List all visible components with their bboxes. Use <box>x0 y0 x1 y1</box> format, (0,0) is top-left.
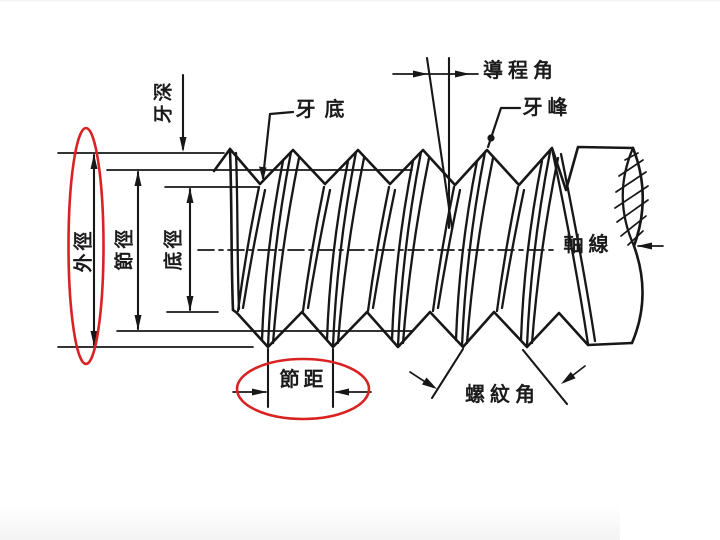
highlight-ellipse-major-diameter <box>67 126 105 366</box>
label-thread-crest: 牙峰 <box>522 95 573 119</box>
diameter-dimension-lines <box>57 152 413 348</box>
label-pitch-diameter: 節徑 <box>113 226 136 271</box>
page-edge-shading-top <box>0 0 720 2</box>
thread-crest-leader <box>486 106 522 149</box>
axis-line <box>197 242 664 251</box>
thread-root-leader <box>259 110 295 181</box>
label-thread-angle: 螺紋角 <box>465 382 540 406</box>
pitch-dimension <box>232 347 372 409</box>
label-thread-depth: 牙深 <box>152 79 175 124</box>
lead-angle-annotation <box>392 56 479 230</box>
label-lead-angle: 導程角 <box>483 58 558 82</box>
label-axis: 軸線 <box>563 232 614 256</box>
thread-outline <box>212 145 645 349</box>
highlight-ellipse-pitch <box>235 357 371 421</box>
label-pitch: 節距 <box>279 367 328 391</box>
thread-depth-dimension <box>179 73 187 152</box>
page-edge-shading-bottom <box>0 506 620 540</box>
section-hatch <box>614 152 649 246</box>
helix-lines <box>236 150 560 348</box>
label-major-diameter: 外徑 <box>72 228 95 273</box>
label-minor-diameter: 底徑 <box>162 226 185 271</box>
label-thread-root: 牙底 <box>295 97 354 121</box>
axis-arrowhead <box>637 242 652 250</box>
thread-angle-annotation <box>409 347 586 406</box>
